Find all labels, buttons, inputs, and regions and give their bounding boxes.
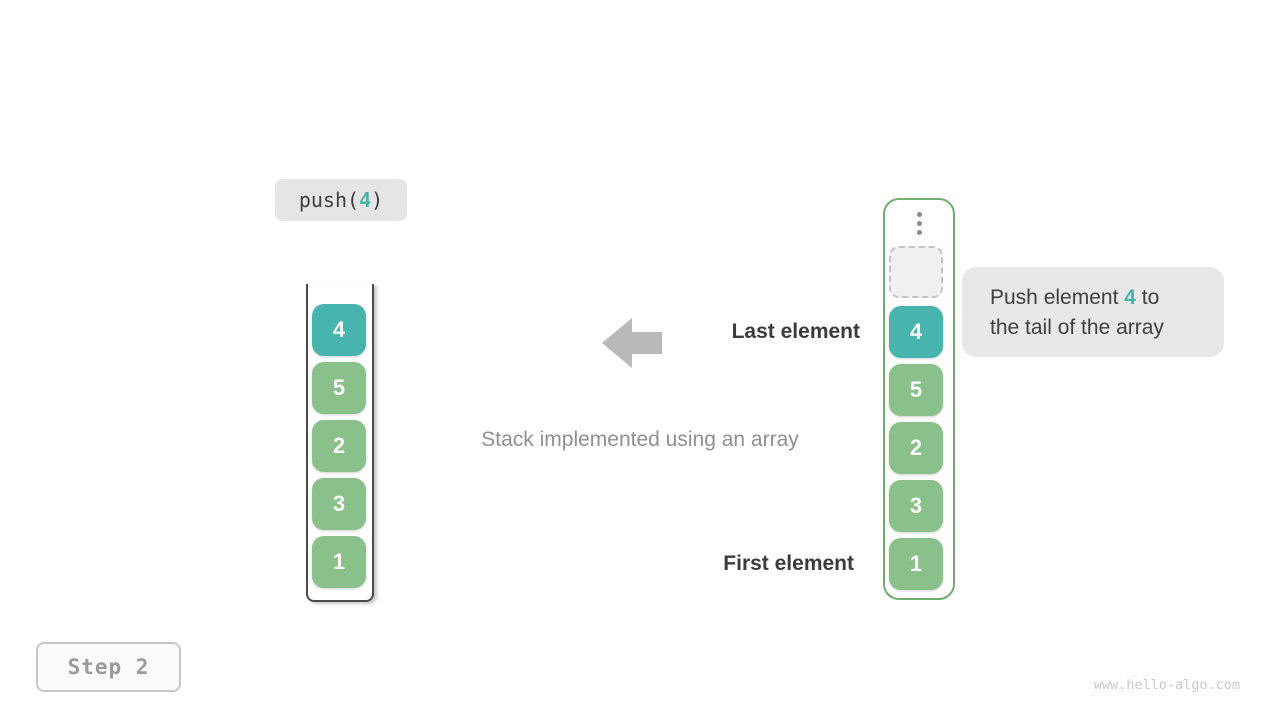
operation-badge: push(4) bbox=[275, 179, 407, 221]
stack-element: 3 bbox=[312, 478, 366, 530]
array-element: 3 bbox=[889, 480, 943, 532]
last-element-label: Last element bbox=[731, 320, 860, 343]
ellipsis-icon bbox=[885, 212, 953, 235]
step-badge: Step 2 bbox=[36, 642, 181, 692]
first-element-label: First element bbox=[723, 552, 854, 575]
stack-container: 4 5 2 3 1 bbox=[306, 284, 374, 602]
tooltip-text: the tail of the array bbox=[990, 316, 1164, 339]
stack-element: 2 bbox=[312, 420, 366, 472]
left-arrow-icon bbox=[602, 318, 662, 368]
annotation-tooltip: Push element 4 to the tail of the array bbox=[962, 267, 1224, 357]
empty-array-slot bbox=[889, 246, 943, 298]
stack-element: 1 bbox=[312, 536, 366, 588]
diagram-caption: Stack implemented using an array bbox=[481, 428, 799, 451]
array-element: 2 bbox=[889, 422, 943, 474]
tooltip-text: to bbox=[1135, 286, 1160, 309]
array-element: 1 bbox=[889, 538, 943, 590]
operation-prefix: push( bbox=[298, 188, 360, 212]
tooltip-highlight: 4 bbox=[1124, 286, 1136, 309]
tooltip-text: Push element bbox=[990, 286, 1125, 309]
array-container: 4 5 2 3 1 bbox=[883, 198, 955, 600]
operation-suffix: ) bbox=[371, 188, 384, 212]
stack-element: 4 bbox=[312, 304, 366, 356]
watermark: www.hello-algo.com bbox=[1093, 677, 1240, 693]
operation-argument: 4 bbox=[359, 188, 372, 212]
array-element: 4 bbox=[889, 306, 943, 358]
stack-element: 5 bbox=[312, 362, 366, 414]
array-element: 5 bbox=[889, 364, 943, 416]
